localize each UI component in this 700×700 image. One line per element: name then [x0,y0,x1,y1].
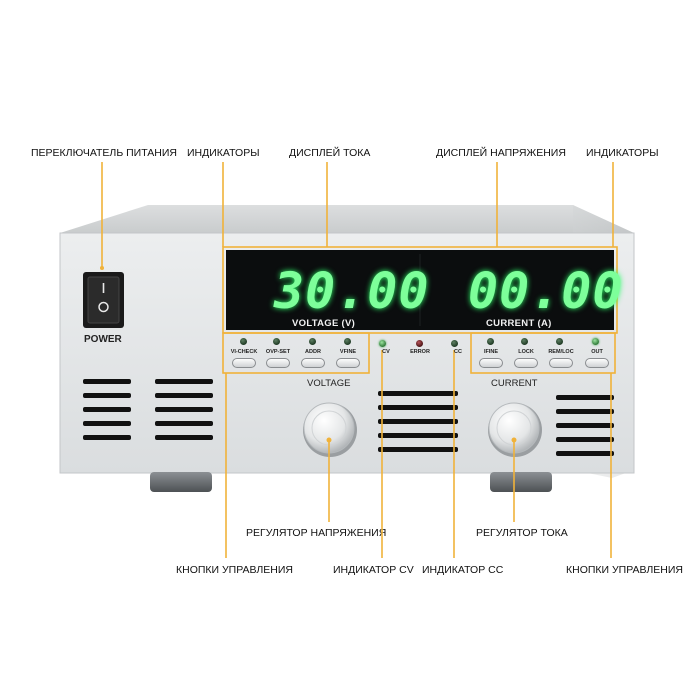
power-label: POWER [84,334,122,345]
ifine-button[interactable] [479,358,503,368]
highlight-frames [222,246,618,374]
button-label-rem-loc: REM/LOC [548,349,574,355]
voltage-readout: 30.00 [274,262,430,320]
led-vfine [344,338,351,345]
led-cc [451,340,458,347]
button-label-vfine: VFINE [339,349,357,355]
current-knob-label: CURRENT [491,378,538,389]
led-cv [379,340,386,347]
vfine-button[interactable] [336,358,360,368]
voltage-unit-label: VOLTAGE (V) [292,318,356,329]
callout-indicators-right: ИНДИКАТОРЫ [586,147,659,159]
vent-left [83,379,213,440]
callout-cv-indicator: ИНДИКАТОР CV [333,564,414,576]
status-label-cc: CC [454,349,462,355]
callout-current-knob: РЕГУЛЯТОР ТОКА [476,527,568,539]
vent-right [556,395,614,456]
callout-voltage-knob: РЕГУЛЯТОР НАПРЯЖЕНИЯ [246,527,387,539]
button-label-addr: ADDR [305,349,321,355]
led-vi-check [240,338,247,345]
callout-control-buttons-left: КНОПКИ УПРАВЛЕНИЯ [176,564,294,576]
callout-control-buttons-right: КНОПКИ УПРАВЛЕНИЯ [566,564,684,576]
lock-button[interactable] [514,358,538,368]
led-rem-loc [556,338,563,345]
led-ovp-set [273,338,280,345]
status-label-error: ERROR [410,349,430,355]
current-readout: 00.00 [468,262,624,320]
out-button[interactable] [585,358,609,368]
callout-power-switch: ПЕРЕКЛЮЧАТЕЛЬ ПИТАНИЯ [31,147,177,159]
voltage-knob-label: VOLTAGE [307,378,351,389]
power-switch-rocker [87,276,120,324]
led-ifine [487,338,494,345]
rem-loc-button[interactable] [549,358,573,368]
status-label-cv: CV [382,349,390,355]
vent-middle [378,391,458,452]
button-label-out: OUT [591,349,603,355]
led-error [416,340,423,347]
vi-check-button[interactable] [232,358,256,368]
callout-current-display: ДИСПЛЕЙ ТОКА [289,147,371,159]
led-out [592,338,599,345]
current-unit-label: CURRENT (A) [486,318,552,329]
callout-voltage-display: ДИСПЛЕЙ НАПРЯЖЕНИЯ [436,147,566,159]
chassis-top [60,205,634,233]
button-label-ovp-set: OVP-SET [265,349,291,355]
leader-lines [101,162,614,558]
callout-indicators-left: ИНДИКАТОРЫ [187,147,260,159]
button-label-lock: LOCK [518,349,534,355]
led-addr [309,338,316,345]
foot-left [150,472,212,492]
callout-cc-indicator: ИНДИКАТОР CC [422,564,504,576]
ovp-set-button[interactable] [266,358,290,368]
foot-right [490,472,552,492]
button-label-ifine: IFINE [483,349,499,355]
addr-button[interactable] [301,358,325,368]
button-label-vi-check: VI-CHECK [230,349,258,355]
led-lock [521,338,528,345]
